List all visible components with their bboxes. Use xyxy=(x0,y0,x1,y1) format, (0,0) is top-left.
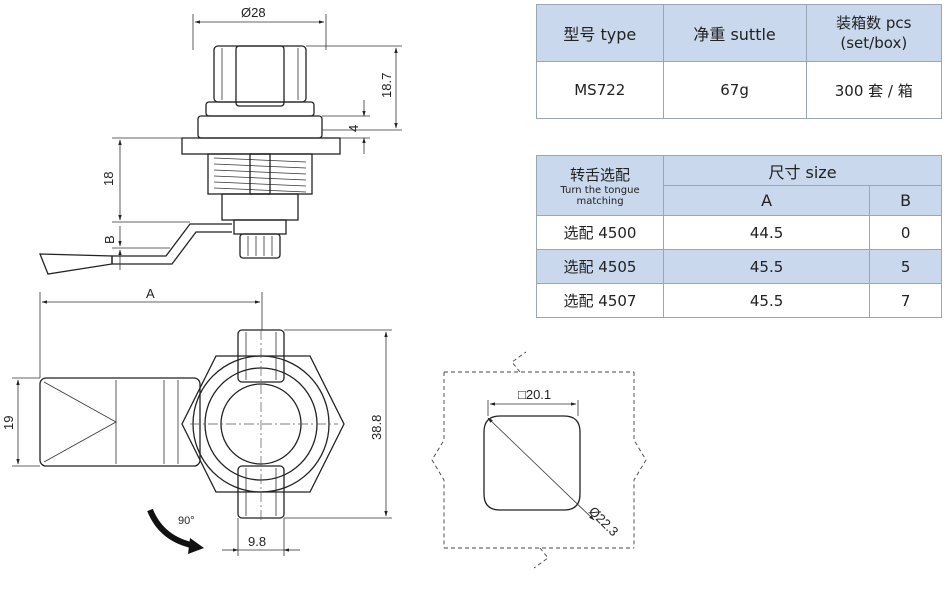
header-col-b: B xyxy=(869,185,942,216)
header-size: 尺寸 size xyxy=(663,155,942,186)
model-table: 型号 type 净重 suttle 装箱数 pcs (set/box) MS72… xyxy=(536,4,943,119)
dim-key-width: 9.8 xyxy=(248,534,266,549)
row-a: 44.5 xyxy=(662,215,871,250)
side-view: Ø28 18.7 4 18 xyxy=(39,5,402,275)
row-a: 45.5 xyxy=(662,249,871,284)
header-weight: 净重 suttle xyxy=(662,4,807,62)
dim-length-a: A xyxy=(146,286,155,301)
rotation-label: 90° xyxy=(178,515,195,527)
table-row: 选配 4500 44.5 0 xyxy=(536,215,942,250)
cell-packing: 300 套 / 箱 xyxy=(805,61,943,119)
header-packing-line1: 装箱数 pcs xyxy=(836,14,912,32)
header-packing-line2: (set/box) xyxy=(840,34,908,52)
header-packing: 装箱数 pcs (set/box) xyxy=(805,4,943,62)
dim-top-width: Ø28 xyxy=(241,5,266,20)
table-row: 选配 4507 45.5 7 xyxy=(536,283,942,318)
cutout-view: □20.1 Ø22.3 xyxy=(431,351,647,569)
row-b: 0 xyxy=(869,215,942,250)
header-tongue-main: 转舌选配 xyxy=(569,165,630,184)
cell-model: MS722 xyxy=(536,61,664,119)
front-view: A 19 38.8 xyxy=(1,286,392,556)
row-name: 选配 4500 xyxy=(536,215,664,250)
header-tongue-matching: 转舌选配 Turn the tongue matching xyxy=(536,155,664,216)
dim-cutout-diameter: Ø22.3 xyxy=(586,504,622,540)
table-row: 选配 4505 45.5 5 xyxy=(536,249,942,284)
dim-tongue-width: 19 xyxy=(1,416,16,430)
dim-thread-length: 18 xyxy=(101,172,116,186)
header-type: 型号 type xyxy=(536,4,664,62)
dim-offset-b: B xyxy=(102,235,117,244)
row-b: 5 xyxy=(869,249,942,284)
header-col-a: A xyxy=(662,185,871,216)
row-a: 45.5 xyxy=(662,283,871,318)
dim-body-height: 38.8 xyxy=(369,415,384,440)
row-b: 7 xyxy=(869,283,942,318)
dim-head-height: 18.7 xyxy=(379,73,394,98)
dim-flange: 4 xyxy=(346,125,361,132)
row-name: 选配 4507 xyxy=(536,283,664,318)
dim-cutout-square: □20.1 xyxy=(518,387,551,402)
row-name: 选配 4505 xyxy=(536,249,664,284)
header-tongue-sub: Turn the tongue matching xyxy=(560,184,640,207)
size-table: 转舌选配 Turn the tongue matching 尺寸 size A … xyxy=(536,155,942,318)
cell-weight: 67g xyxy=(662,61,807,119)
